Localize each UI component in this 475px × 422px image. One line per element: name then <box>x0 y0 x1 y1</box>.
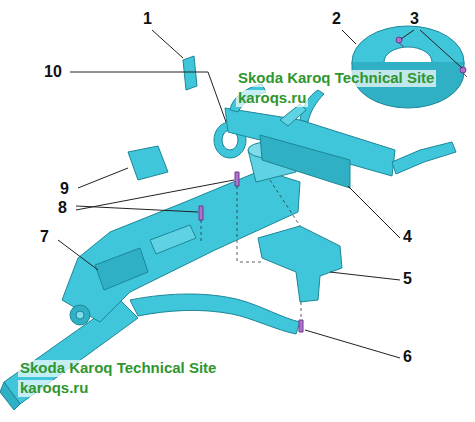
watermark: Skoda Karoq Technical Site <box>236 70 436 87</box>
assembly-lines <box>201 180 301 320</box>
callout-number: 8 <box>58 199 67 217</box>
watermark: Skoda Karoq Technical Site <box>18 360 218 377</box>
callout-number: 2 <box>332 10 341 28</box>
leader-lines <box>58 30 462 358</box>
part-1 <box>183 56 197 90</box>
module <box>128 146 168 180</box>
callout-number: 5 <box>403 270 412 288</box>
callout-number: 3 <box>410 10 419 28</box>
clock-spring <box>352 26 464 108</box>
combination-switch <box>225 84 456 188</box>
bracket <box>258 226 342 302</box>
watermark: karoqs.ru <box>236 90 308 107</box>
steering-column <box>0 140 300 410</box>
callout-number: 1 <box>143 10 152 28</box>
callout-number: 6 <box>403 348 412 366</box>
callout-number: 4 <box>403 228 412 246</box>
callout-number: 7 <box>40 228 49 246</box>
callout-number: 10 <box>44 63 62 81</box>
callout-number: 9 <box>60 180 69 198</box>
watermark: karoqs.ru <box>18 380 90 397</box>
screw <box>299 320 303 332</box>
screw <box>199 172 239 220</box>
